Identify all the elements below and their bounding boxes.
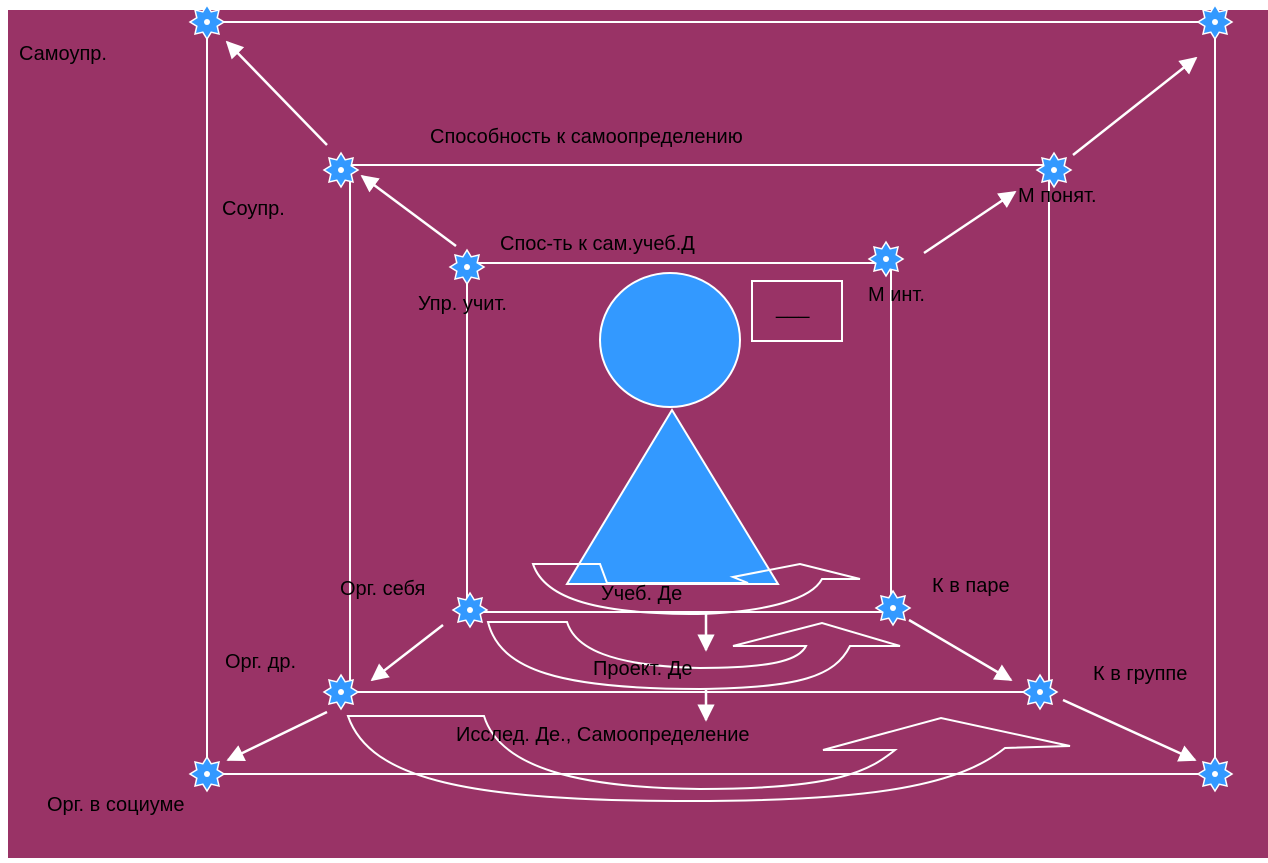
star-node-center: [883, 256, 889, 262]
label-box-text: ___: [776, 297, 810, 319]
curved-arrow-ucheb: [531, 562, 861, 616]
star-node-center: [338, 167, 344, 173]
arrow-bottom-left-outer: [226, 710, 328, 762]
label-org-dr: Орг. др.: [225, 651, 296, 673]
star-node-center: [1037, 689, 1043, 695]
curved-arrow-proekt: [486, 621, 901, 691]
small-text-box: [751, 280, 843, 342]
star-node-center: [338, 689, 344, 695]
label-m-ponyat: М понят.: [1018, 185, 1097, 207]
label-samoupr: Самоупр.: [19, 43, 107, 65]
arrow-bottom-right-inner: [908, 618, 1013, 682]
arrow-top-left-inner: [360, 174, 457, 248]
arrow-bottom-left-inner: [370, 624, 444, 682]
label-m-int: М инт.: [868, 284, 925, 306]
label-org-sebya: Орг. себя: [340, 578, 426, 600]
star-node-center: [467, 607, 473, 613]
star-node-center: [204, 19, 210, 25]
label-issled-de: Исслед. Де., Самоопределение: [456, 724, 750, 746]
label-spos-sam-ucheb: Спос-ть к сам.учеб.Д: [500, 233, 695, 255]
label-upr-uchit: Упр. учит.: [418, 293, 507, 315]
circle-head-icon: [599, 272, 741, 408]
star-node-center: [1051, 167, 1057, 173]
star-node-center: [1212, 771, 1218, 777]
outer-frame: [206, 21, 1216, 775]
diagram-background: [8, 10, 1268, 858]
triangle-body-icon: [565, 408, 780, 585]
label-k-v-pare: К в паре: [932, 575, 1010, 597]
star-node-center: [1212, 19, 1218, 25]
arrow-top-right-inner: [923, 190, 1017, 255]
middle-frame: [349, 164, 1050, 693]
inner-frame: [466, 262, 892, 613]
star-node-center: [464, 264, 470, 270]
star-node-center: [204, 771, 210, 777]
curved-arrow-issled: [346, 715, 1071, 803]
label-ucheb-de: Учеб. Де: [601, 583, 683, 605]
label-soupr: Соупр.: [222, 198, 285, 220]
arrow-bottom-right-outer: [1062, 698, 1197, 762]
arrow-top-right-outer: [1072, 56, 1198, 156]
arrow-top-left-outer: [225, 40, 328, 146]
label-org-v-sotsiume: Орг. в социуме: [47, 794, 185, 816]
label-k-v-gruppe: К в группе: [1093, 663, 1188, 685]
label-proekt-de: Проект. Де: [593, 658, 693, 680]
star-node-center: [890, 605, 896, 611]
label-sposobnost-samoopredeleniyu: Способность к самоопределению: [430, 126, 743, 148]
